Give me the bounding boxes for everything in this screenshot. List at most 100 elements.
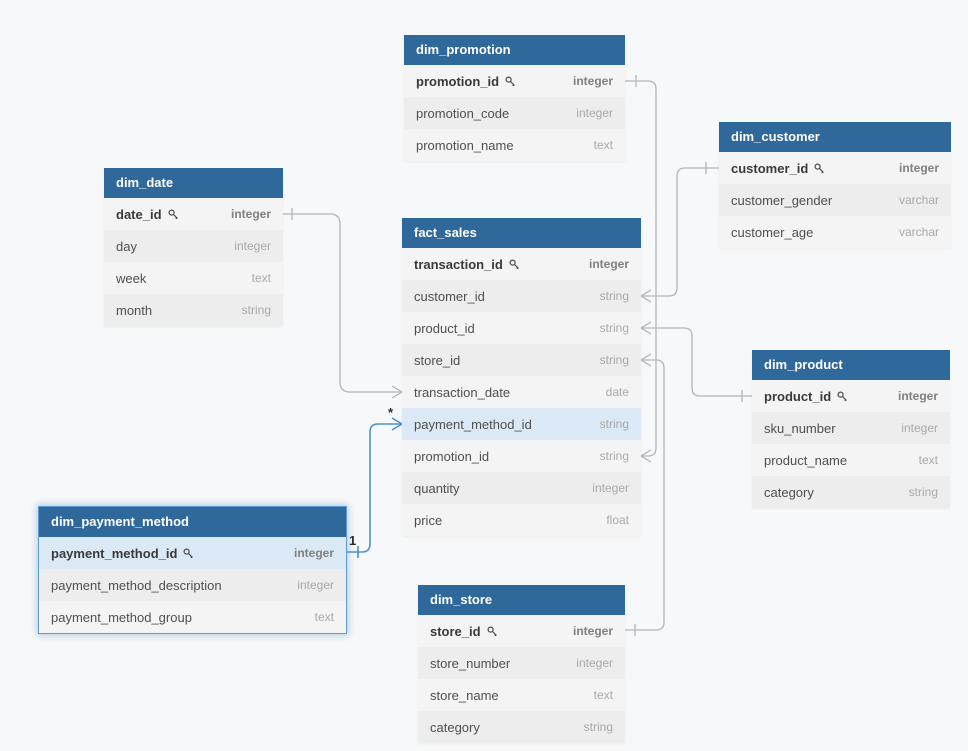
table-header[interactable]: dim_payment_method <box>39 507 346 537</box>
field-type: string <box>599 449 629 463</box>
field-name: product_id <box>764 388 832 404</box>
table-row[interactable]: transaction_date date <box>402 376 641 408</box>
cardinality-many-label: * <box>388 405 394 420</box>
table-row[interactable]: store_id string <box>402 344 641 376</box>
table-row[interactable]: transaction_id integer <box>402 248 641 280</box>
table-row[interactable]: promotion_id string <box>402 440 641 472</box>
table-row[interactable]: customer_gender varchar <box>719 184 951 216</box>
table-header[interactable]: fact_sales <box>402 218 641 248</box>
field-name: customer_id <box>731 160 809 176</box>
key-icon <box>814 162 825 174</box>
field-name: product_name <box>764 452 848 468</box>
field-type: integer <box>576 106 613 120</box>
field-name: promotion_id <box>416 73 500 89</box>
field-name: payment_method_id <box>51 545 178 561</box>
field-type: integer <box>898 161 939 175</box>
rel-product-fact[interactable] <box>639 321 752 402</box>
rel-promotion-fact[interactable] <box>625 75 657 463</box>
rel-customer-fact[interactable] <box>639 162 719 303</box>
table-dim-customer[interactable]: dim_customer customer_id integer custome… <box>719 122 951 248</box>
field-name: product_id <box>414 320 475 336</box>
field-type: text <box>251 271 271 285</box>
key-icon <box>505 75 516 87</box>
table-fact-sales[interactable]: fact_sales transaction_id integer custom… <box>402 218 641 536</box>
table-header[interactable]: dim_promotion <box>404 35 625 65</box>
field-type: integer <box>576 656 613 670</box>
table-header[interactable]: dim_date <box>104 168 283 198</box>
table-row[interactable]: customer_age varchar <box>719 216 951 248</box>
table-row[interactable]: product_id string <box>402 312 641 344</box>
table-row[interactable]: date_id integer <box>104 198 283 230</box>
table-row[interactable]: customer_id integer <box>719 152 951 184</box>
field-type: varchar <box>898 193 939 207</box>
table-row[interactable]: store_id integer <box>418 615 625 647</box>
table-row[interactable]: promotion_id integer <box>404 65 625 97</box>
field-type: text <box>593 688 613 702</box>
table-row[interactable]: sku_number integer <box>752 412 950 444</box>
many-crowfoot <box>639 289 652 303</box>
table-row[interactable]: category string <box>752 476 950 508</box>
many-crowfoot <box>639 321 652 335</box>
field-type: string <box>599 353 629 367</box>
field-name: customer_gender <box>731 192 833 208</box>
table-row[interactable]: product_name text <box>752 444 950 476</box>
table-row[interactable]: day integer <box>104 230 283 262</box>
field-type: string <box>599 417 629 431</box>
field-type: integer <box>897 389 938 403</box>
table-row[interactable]: price float <box>402 504 641 536</box>
table-header[interactable]: dim_customer <box>719 122 951 152</box>
table-dim-promotion[interactable]: dim_promotion promotion_id integer promo… <box>404 35 625 161</box>
table-row[interactable]: week text <box>104 262 283 294</box>
table-row[interactable]: promotion_code integer <box>404 97 625 129</box>
table-dim-store[interactable]: dim_store store_id integer store_number … <box>418 585 625 743</box>
field-type: string <box>583 720 613 734</box>
field-name: store_name <box>430 687 499 703</box>
field-name: week <box>116 270 147 286</box>
key-icon <box>509 258 520 270</box>
table-dim-payment-method[interactable]: dim_payment_method payment_method_id int… <box>38 506 347 634</box>
rel-store-fact[interactable] <box>625 353 665 636</box>
table-dim-product[interactable]: dim_product product_id integer sku_numbe… <box>752 350 950 508</box>
table-row[interactable]: category string <box>418 711 625 743</box>
table-header[interactable]: dim_store <box>418 585 625 615</box>
table-row-highlighted[interactable]: payment_method_id integer <box>39 537 346 569</box>
field-type: string <box>908 485 938 499</box>
table-row[interactable]: promotion_name text <box>404 129 625 161</box>
key-icon <box>183 547 194 559</box>
field-type: integer <box>901 421 938 435</box>
field-name: month <box>116 302 153 318</box>
table-dim-date[interactable]: dim_date date_id integer day integer wee… <box>104 168 283 326</box>
field-type: integer <box>297 578 334 592</box>
field-name: promotion_id <box>414 448 490 464</box>
field-name: payment_method_description <box>51 577 222 593</box>
field-type: float <box>606 513 629 527</box>
table-row[interactable]: month string <box>104 294 283 326</box>
field-type: string <box>241 303 271 317</box>
table-header[interactable]: dim_product <box>752 350 950 380</box>
field-name: promotion_name <box>416 137 514 153</box>
rel-date-fact[interactable] <box>283 208 404 399</box>
field-name: customer_id <box>414 288 485 304</box>
cardinality-one-label: 1 <box>349 533 357 548</box>
field-name: store_id <box>414 352 461 368</box>
key-icon <box>487 625 498 637</box>
field-type: integer <box>293 546 334 560</box>
many-crowfoot <box>639 353 652 367</box>
table-row-highlighted[interactable]: payment_method_id string <box>402 408 641 440</box>
field-name: quantity <box>414 480 460 496</box>
field-name: transaction_id <box>414 256 503 272</box>
table-row[interactable]: store_number integer <box>418 647 625 679</box>
table-row[interactable]: payment_method_group text <box>39 601 346 633</box>
table-row[interactable]: quantity integer <box>402 472 641 504</box>
field-type: string <box>599 289 629 303</box>
field-name: payment_method_group <box>51 609 192 625</box>
field-name: category <box>764 484 814 500</box>
table-row[interactable]: product_id integer <box>752 380 950 412</box>
table-row[interactable]: payment_method_description integer <box>39 569 346 601</box>
field-name: category <box>430 719 480 735</box>
table-row[interactable]: store_name text <box>418 679 625 711</box>
table-row[interactable]: customer_id string <box>402 280 641 312</box>
field-type: integer <box>230 207 271 221</box>
field-type: string <box>599 321 629 335</box>
